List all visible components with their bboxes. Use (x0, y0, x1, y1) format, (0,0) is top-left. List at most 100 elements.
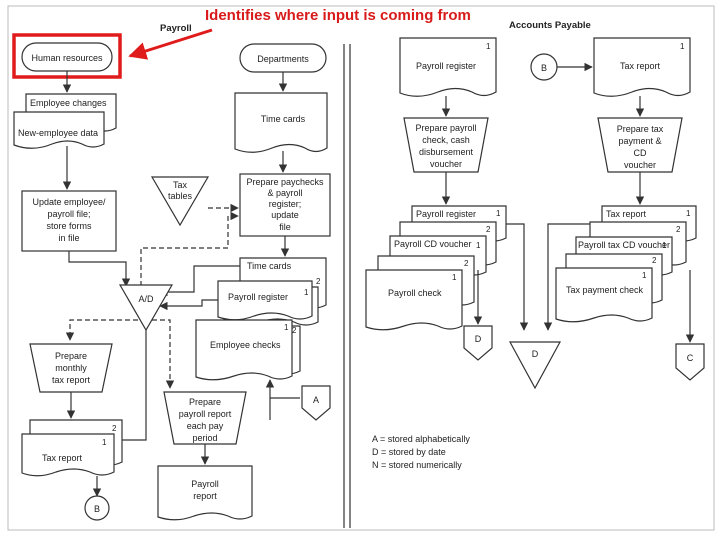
dashed-flow-arrow (65, 319, 138, 341)
ap-payroll-register-copy-label: Payroll register (416, 209, 476, 219)
tax-payment-check-label: Tax payment check (566, 285, 644, 295)
copy-number: 2 (486, 225, 491, 234)
prepare-payroll-check-line-2: check, cash (422, 135, 470, 145)
copy-number: 1 (102, 438, 107, 447)
ap-payroll-register-label: Payroll register (416, 61, 476, 71)
employee-checks-label: Employee checks (210, 340, 281, 350)
connector-c-label: C (687, 353, 694, 363)
prepare-payroll-report-process (163, 391, 247, 445)
file-d-left (463, 325, 493, 361)
payroll-report-line-2: report (193, 491, 217, 501)
flow-arrow (68, 251, 131, 287)
ap-payroll-register-doc (399, 37, 497, 97)
legend-line-d: D = stored by date (372, 447, 446, 457)
file-d-mid-label: D (532, 349, 539, 359)
copy-number: 1 (642, 271, 647, 280)
prepare-payroll-check-line-4: voucher (430, 159, 462, 169)
copy-number: 1 (496, 209, 501, 218)
prepare-monthly-line-2: monthly (55, 363, 87, 373)
new-employee-data-label: New-employee data (18, 128, 98, 138)
file-ad-label: A/D (138, 294, 154, 304)
prepare-paychecks-line-2: & payroll (267, 188, 302, 198)
connector-c (675, 343, 705, 381)
copy-number: 1 (304, 288, 309, 297)
employee-checks-doc (195, 319, 293, 381)
employee-changes-label: Employee changes (30, 98, 107, 108)
prepare-pp-line-3: each pay (187, 421, 224, 431)
prepare-monthly-line-3: tax report (52, 375, 91, 385)
file-d-left-label: D (475, 334, 482, 344)
prepare-paychecks-line-3: register; (269, 199, 302, 209)
prepare-tax-payment-process (597, 117, 683, 173)
ap-tax-report-doc (593, 37, 691, 97)
copy-number: 1 (452, 273, 457, 282)
time-cards-label: Time cards (261, 114, 306, 124)
ap-tax-report-label: Tax report (620, 61, 661, 71)
human-resources-label: Human resources (31, 53, 103, 63)
section-title-accounts-payable: Accounts Payable (509, 20, 591, 31)
update-file-line-4: in file (58, 233, 79, 243)
copy-number: 1 (686, 209, 691, 218)
copy-number: 1 (662, 241, 667, 250)
prepare-tax-payment-line-4: voucher (624, 160, 656, 170)
prepare-pp-line-4: period (192, 433, 217, 443)
prepare-paychecks-line-5: file (279, 222, 291, 232)
copy-number: 2 (316, 277, 321, 286)
payroll-report-line-1: Payroll (191, 479, 219, 489)
tax-report-doc (21, 433, 115, 477)
prepare-payroll-check-line-1: Prepare payroll (415, 123, 476, 133)
payroll-check-doc (365, 269, 463, 331)
tax-tables-line-2: tables (168, 191, 193, 201)
file-a-label: A (313, 395, 319, 405)
copy-number: 2 (652, 256, 657, 265)
ap-tax-report-copy-label: Tax report (606, 209, 647, 219)
ap-connector-b-label: B (541, 63, 547, 73)
prepare-pp-line-1: Prepare (189, 397, 221, 407)
prepare-monthly-line-1: Prepare (55, 351, 87, 361)
payroll-cd-voucher-label: Payroll CD voucher (394, 239, 472, 249)
copy-number: 1 (476, 241, 481, 250)
copy-number: 2 (112, 424, 117, 433)
new-employee-data-doc (13, 111, 105, 149)
connector-b-label: B (94, 504, 100, 514)
dashed-flow-arrow (140, 211, 239, 286)
copy-number: 2 (464, 259, 469, 268)
tax-payment-check-doc (555, 267, 653, 323)
dashed-flow-arrow (152, 319, 175, 389)
legend-line-n: N = stored numerically (372, 460, 462, 470)
flow-arrow (159, 299, 218, 311)
file-a (301, 385, 331, 421)
prepare-payroll-check-line-3: disbursement (419, 147, 474, 157)
flow-arrow (506, 223, 529, 331)
update-file-line-3: store forms (46, 221, 92, 231)
copy-number: 1 (680, 42, 685, 51)
connector-b (84, 495, 110, 521)
section-title-payroll: Payroll (160, 23, 192, 34)
tax-tables-file (150, 176, 210, 227)
payroll-register-label: Payroll register (228, 292, 288, 302)
payroll-report-doc (157, 465, 253, 521)
legend-line-a: A = stored alphabetically (372, 434, 470, 444)
flow-line (120, 330, 147, 441)
time-cards-copy-label: Time cards (247, 261, 292, 271)
tax-report-label: Tax report (42, 453, 83, 463)
prepare-tax-payment-line-3: CD (634, 148, 647, 158)
annotation-arrow (128, 28, 213, 60)
time-cards-doc (234, 92, 328, 153)
prepare-paychecks-line-4: update (271, 210, 299, 220)
payroll-tax-cd-voucher-label: Payroll tax CD voucher (578, 240, 670, 250)
annotation-text: Identifies where input is coming from (205, 7, 471, 24)
prepare-payroll-check-process (403, 117, 489, 173)
update-file-line-2: payroll file; (47, 209, 90, 219)
prepare-pp-line-2: payroll report (179, 409, 232, 419)
tax-tables-line-1: Tax (173, 180, 188, 190)
payroll-check-label: Payroll check (388, 288, 442, 298)
copy-number: 2 (292, 326, 297, 335)
prepare-tax-payment-line-2: payment & (618, 136, 661, 146)
file-d-mid (508, 341, 562, 390)
copy-number: 2 (676, 225, 681, 234)
prepare-tax-payment-line-1: Prepare tax (617, 124, 664, 134)
prepare-paychecks-line-1: Prepare paychecks (246, 177, 324, 187)
